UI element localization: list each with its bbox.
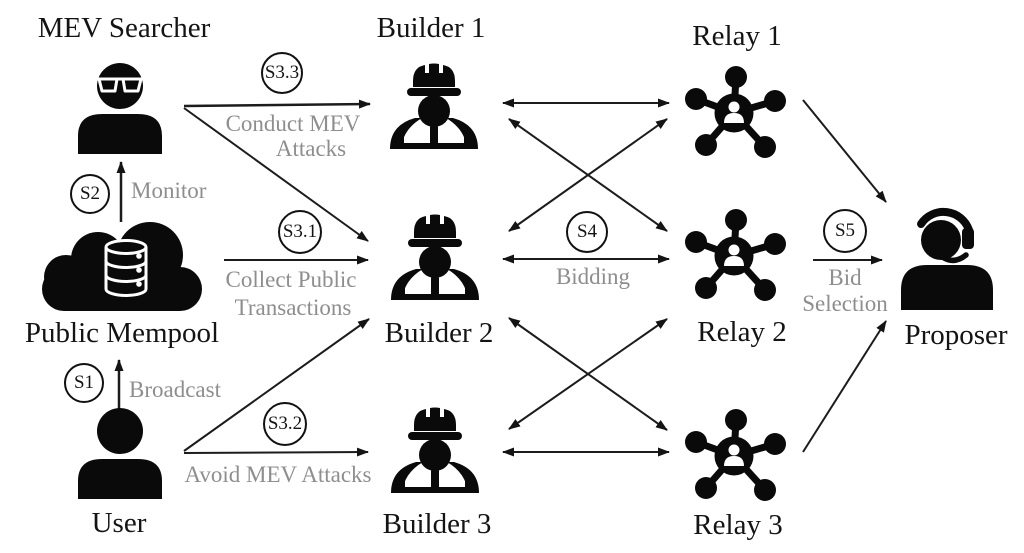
step-badge-s5: S5 <box>823 209 867 253</box>
mev-searcher-icon <box>78 63 162 154</box>
arrow-user-builder3 <box>183 447 369 457</box>
collect-public-transactions-annotation-line1: Collect Public <box>225 267 357 292</box>
step-badge-s2: S2 <box>70 174 110 214</box>
builder2-icon <box>391 214 479 300</box>
relay3-icon <box>685 409 786 501</box>
arrow-searcher-builder1 <box>183 99 371 109</box>
step-badge-s4: S4 <box>566 211 608 253</box>
bidding-annotation: Bidding <box>555 264 631 289</box>
user-label: User <box>91 507 147 539</box>
user-icon <box>78 408 162 499</box>
arrow-relay1-proposer <box>802 99 887 203</box>
relay3-label: Relay 3 <box>693 509 783 541</box>
proposer-label: Proposer <box>904 319 1008 351</box>
arrow-builder2-relay1 <box>508 118 668 232</box>
builder3-label: Builder 3 <box>382 508 492 540</box>
avoid-mev-attacks-annotation: Avoid MEV Attacks <box>184 462 372 487</box>
step-badge-s1: S1 <box>64 363 104 403</box>
relay2-icon <box>685 209 786 301</box>
mev-searcher-label: MEV Searcher <box>37 12 211 44</box>
arrow-user-builder2 <box>183 318 370 452</box>
public-mempool-icon <box>42 222 202 311</box>
step-badge-s3-1: S3.1 <box>278 210 322 254</box>
arrow-searcher-builder2 <box>183 107 369 242</box>
step-badge-s3-3: S3.3 <box>261 52 303 94</box>
builder2-label: Builder 2 <box>384 317 494 349</box>
broadcast-annotation: Broadcast <box>129 377 221 402</box>
bid-selection-annotation-line2: Selection <box>802 291 888 316</box>
collect-public-transactions-annotation-line2: Transactions <box>234 295 352 320</box>
builder1-label: Builder 1 <box>376 12 486 44</box>
builder3-icon <box>391 407 479 493</box>
public-mempool-label: Public Mempool <box>24 317 220 349</box>
arrow-relay3-proposer <box>802 320 887 453</box>
arrow-builder3-relay2 <box>508 318 668 430</box>
relay2-label: Relay 2 <box>697 316 787 348</box>
proposer-icon <box>901 207 993 310</box>
step-badge-s3-2: S3.2 <box>263 402 307 446</box>
conduct-mev-attacks-annotation-line2: Attacks <box>275 136 347 161</box>
builder1-icon <box>390 63 478 149</box>
bid-selection-annotation-line1: Bid <box>828 265 862 290</box>
monitor-annotation: Monitor <box>131 178 207 203</box>
relay1-icon <box>685 66 786 158</box>
conduct-mev-attacks-annotation-line1: Conduct MEV <box>225 111 361 136</box>
relay1-label: Relay 1 <box>692 20 782 52</box>
